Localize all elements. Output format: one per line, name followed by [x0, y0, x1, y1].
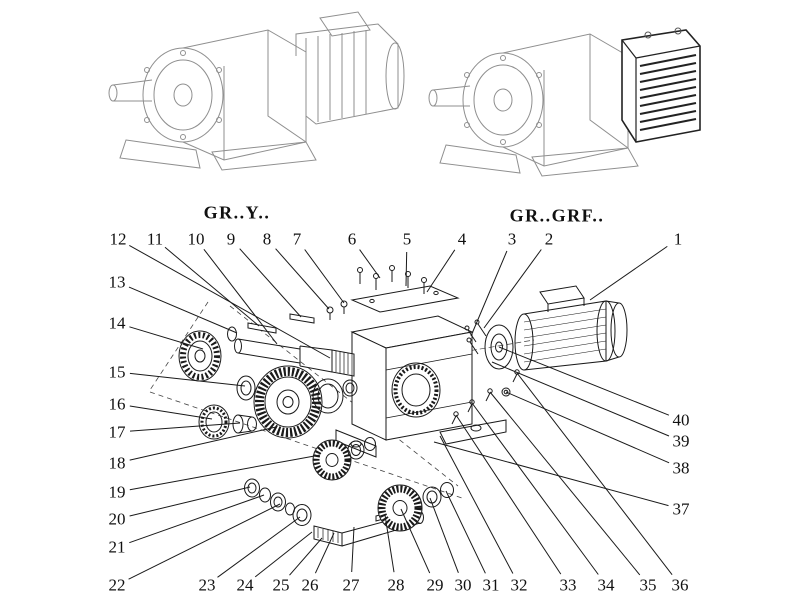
callout-22: 22	[108, 575, 126, 595]
callout-40: 40	[672, 410, 690, 430]
motor	[514, 285, 628, 371]
leader-line-13	[128, 286, 238, 334]
variant-label-gr-y: GR..Y..	[203, 202, 271, 223]
leader-line-5	[405, 251, 408, 287]
callout-20: 20	[108, 509, 126, 529]
callout-23: 23	[198, 575, 216, 595]
leader-line-3	[470, 250, 508, 337]
leader-line-33	[455, 414, 562, 575]
output-shaft	[313, 482, 454, 547]
callout-17: 17	[108, 422, 126, 442]
callout-12: 12	[109, 229, 127, 249]
callout-9: 9	[226, 229, 236, 249]
callout-26: 26	[301, 575, 319, 595]
leader-line-35	[489, 391, 641, 576]
leader-line-21	[129, 494, 265, 544]
leader-line-38	[505, 391, 670, 464]
leader-line-15	[129, 372, 246, 387]
exploded-assembly-drawing	[149, 265, 628, 547]
leader-line-1	[589, 245, 668, 301]
leader-line-31	[445, 490, 486, 574]
callout-14: 14	[108, 313, 126, 333]
leader-line-27	[351, 526, 355, 573]
callout-30: 30	[454, 575, 472, 595]
leader-line-37	[433, 441, 669, 507]
callout-28: 28	[387, 575, 405, 595]
leader-line-26	[314, 532, 335, 574]
cover-bolts	[326, 265, 427, 320]
callout-4: 4	[457, 229, 467, 249]
callout-36: 36	[671, 575, 689, 595]
leader-line-23	[217, 516, 301, 578]
leader-line-17	[129, 422, 241, 432]
callout-31: 31	[482, 575, 500, 595]
leader-line-40	[498, 346, 670, 416]
callout-1: 1	[673, 229, 683, 249]
callout-24: 24	[236, 575, 254, 595]
leader-line-4	[426, 249, 456, 293]
leader-line-16	[129, 405, 213, 420]
variant-label-gr-grf: GR..GRF..	[509, 205, 605, 226]
motor-flange	[464, 319, 514, 397]
leader-line-12	[129, 244, 331, 359]
callout-35: 35	[639, 575, 657, 595]
callout-32: 32	[510, 575, 528, 595]
callout-29: 29	[426, 575, 444, 595]
callout-10: 10	[187, 229, 205, 249]
leader-line-39	[491, 361, 670, 437]
intermediate-gear	[312, 437, 376, 481]
leader-line-30	[429, 497, 459, 573]
leader-line-24	[254, 531, 313, 578]
callout-33: 33	[559, 575, 577, 595]
callout-7: 7	[292, 229, 302, 249]
callout-38: 38	[672, 458, 690, 478]
callout-19: 19	[108, 482, 126, 502]
leader-line-36	[516, 372, 673, 576]
leader-line-11	[164, 246, 260, 327]
gearmotor-right-drawing	[428, 33, 639, 177]
input-shaft	[227, 313, 355, 377]
callout-37: 37	[672, 499, 690, 519]
leader-line-29	[400, 508, 431, 574]
ribbed-cover-block	[621, 27, 701, 143]
gearmotor-left-drawing	[108, 11, 405, 171]
callout-3: 3	[507, 229, 517, 249]
large-gear	[253, 365, 358, 439]
callout-8: 8	[262, 229, 272, 249]
callout-6: 6	[347, 229, 357, 249]
leader-line-6	[359, 249, 381, 279]
callout-11: 11	[146, 229, 164, 249]
callout-5: 5	[402, 229, 412, 249]
callout-39: 39	[672, 431, 690, 451]
callout-25: 25	[272, 575, 290, 595]
callout-13: 13	[108, 272, 126, 292]
callout-34: 34	[597, 575, 615, 595]
leader-line-32	[439, 435, 514, 574]
callout-16: 16	[108, 394, 126, 414]
leader-line-10	[203, 248, 278, 345]
leader-line-25	[289, 537, 323, 576]
small-fasteners	[451, 369, 520, 425]
leader-line-34	[471, 402, 599, 575]
leader-line-20	[129, 486, 251, 517]
callout-21: 21	[108, 537, 126, 557]
leader-line-14	[129, 326, 204, 350]
callout-27: 27	[342, 575, 360, 595]
leader-line-2	[483, 249, 542, 329]
callout-18: 18	[108, 453, 126, 473]
leader-line-19	[129, 454, 321, 491]
leader-line-18	[129, 426, 277, 461]
leader-line-22	[128, 503, 281, 580]
washer-chain	[244, 478, 312, 526]
leader-line-28	[384, 514, 395, 573]
leader-line-7	[304, 249, 345, 304]
callout-2: 2	[544, 229, 554, 249]
leader-line-8	[275, 248, 330, 310]
bearing-stack-left	[178, 330, 257, 440]
callout-15: 15	[108, 362, 126, 382]
leader-line-9	[239, 248, 302, 318]
